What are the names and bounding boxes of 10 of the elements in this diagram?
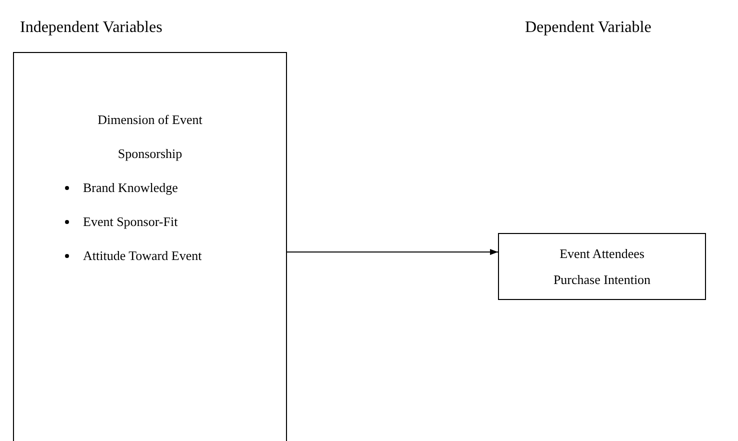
list-item: Event Sponsor-Fit (83, 213, 178, 231)
column-heading: Dependent Variable (525, 18, 652, 38)
variable-box (13, 52, 287, 441)
arrow (286, 249, 498, 255)
list-item: Brand Knowledge (83, 179, 178, 197)
column-heading: Independent Variables (20, 18, 162, 38)
list-item: Attitude Toward Event (83, 247, 202, 265)
variable-box (498, 233, 706, 300)
box-heading: Dimension of Event Sponsorship (96, 111, 204, 163)
box-text: Event Attendees Purchase Intention (552, 244, 652, 288)
